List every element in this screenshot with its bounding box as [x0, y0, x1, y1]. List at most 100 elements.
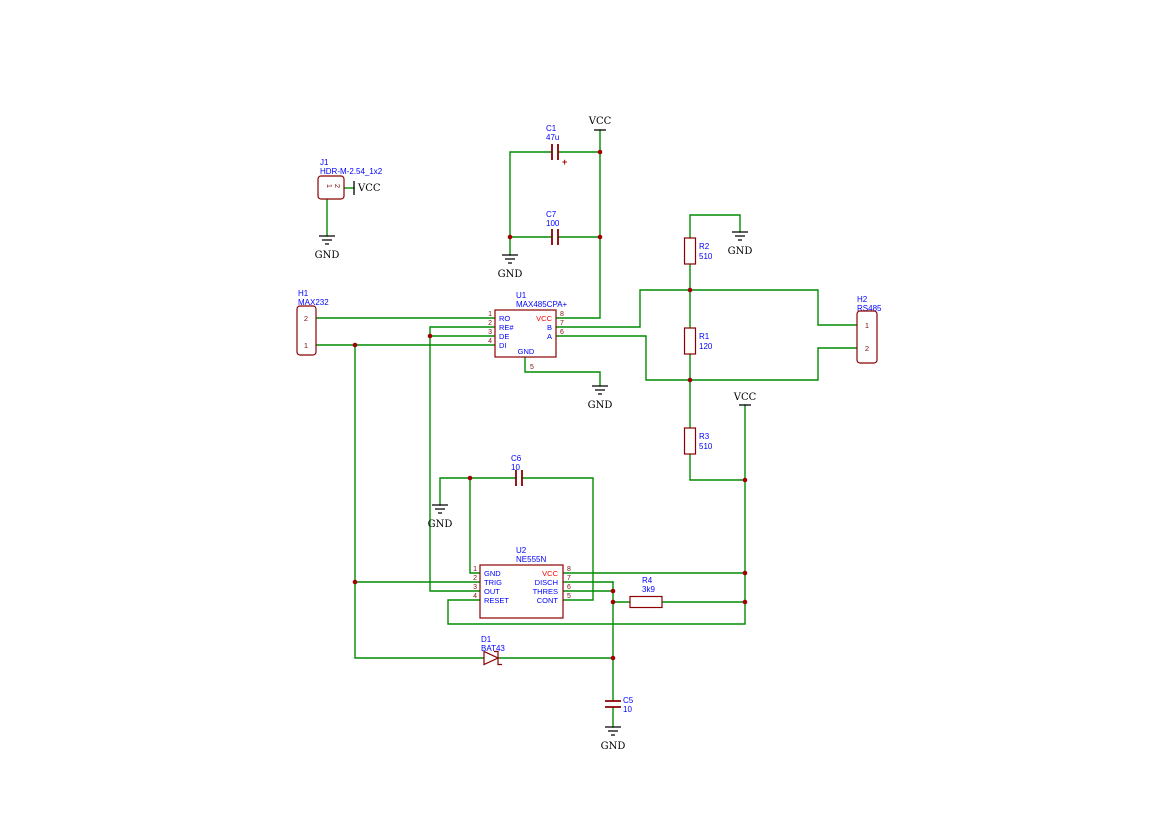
- c5-value-label[interactable]: 10: [623, 705, 632, 714]
- u2-pin4-number: 4: [473, 593, 477, 600]
- r2-ref-label[interactable]: R2: [699, 242, 710, 251]
- junction-dot: [427, 333, 433, 339]
- d1-value-label[interactable]: BAT43: [481, 644, 505, 653]
- component-c6[interactable]: C6 10: [511, 454, 523, 486]
- d1-ref-label[interactable]: D1: [481, 635, 492, 644]
- gnd-net-label[interactable]: GND: [498, 269, 523, 280]
- component-r1[interactable]: R1 120: [683, 327, 713, 355]
- wire-vcc-to-u1-pin8[interactable]: [555, 129, 601, 319]
- j1-pin2-number: 2: [333, 184, 342, 188]
- u2-pin8-name: VCC: [542, 569, 558, 578]
- wire-r2-top-to-gnd[interactable]: [689, 214, 741, 239]
- gnd-net-label[interactable]: GND: [601, 741, 626, 752]
- wire-vcc-rail[interactable]: [447, 404, 746, 625]
- j1-ref-label[interactable]: J1: [320, 158, 329, 167]
- gnd-net-label[interactable]: GND: [588, 400, 613, 411]
- u1-pin6-name: A: [547, 332, 552, 341]
- r1-body: [683, 327, 697, 355]
- c6-value-label[interactable]: 10: [511, 463, 520, 472]
- r3-value-label[interactable]: 510: [699, 442, 713, 451]
- u1-pin2-number: 2: [488, 320, 492, 327]
- c1-ref-label[interactable]: C1: [546, 124, 557, 133]
- u1-ref-label[interactable]: U1: [516, 291, 527, 300]
- gnd-net-label[interactable]: GND: [728, 246, 753, 257]
- wire-u1-gnd[interactable]: [524, 356, 601, 387]
- c7-ref-label[interactable]: C7: [546, 210, 557, 219]
- c5-plates: [605, 700, 621, 708]
- h1-pin2-number: 2: [304, 314, 308, 323]
- r4-ref-label[interactable]: R4: [642, 576, 653, 585]
- r3-ref-label[interactable]: R3: [699, 432, 710, 441]
- c1-plates: [551, 144, 559, 160]
- h2-ref-label[interactable]: H2: [857, 295, 868, 304]
- component-h1[interactable]: H1 MAX232 2 1: [296, 289, 329, 356]
- gnd-net-label[interactable]: GND: [315, 250, 340, 261]
- wire-c1-left-to-gnd[interactable]: [509, 151, 553, 256]
- wire-r3-to-vcc[interactable]: [689, 453, 746, 481]
- junction-dot: [742, 570, 748, 576]
- c1-value-label[interactable]: 47u: [546, 133, 559, 142]
- component-r3[interactable]: R3 510: [683, 427, 713, 455]
- u1-pin7-number: 7: [560, 320, 564, 327]
- wire-c6-to-gnd[interactable]: [439, 477, 517, 506]
- r1-ref-label[interactable]: R1: [699, 332, 710, 341]
- component-u2[interactable]: U2 NE555N 1 2 3 4 GND TRIG OUT RESET 8 7…: [473, 546, 571, 619]
- h1-ref-label[interactable]: H1: [298, 289, 309, 298]
- u2-ref-label[interactable]: U2: [516, 546, 527, 555]
- u1-pin4-name: DI: [499, 341, 507, 350]
- vcc-net-label[interactable]: VCC: [733, 392, 757, 403]
- u2-pin2-name: TRIG: [484, 578, 502, 587]
- h2-value-label[interactable]: RS485: [857, 304, 882, 313]
- c7-value-label[interactable]: 100: [546, 219, 560, 228]
- u2-pin6-name: THRES: [533, 587, 558, 596]
- wire-txd-vertical-to-d1[interactable]: [354, 344, 485, 659]
- u2-pin6-number: 6: [567, 584, 571, 591]
- j1-body: [317, 175, 345, 200]
- wire-b-line[interactable]: [555, 289, 858, 328]
- vcc-net-label[interactable]: VCC: [588, 116, 612, 127]
- junction-dot: [352, 342, 358, 348]
- wire-layer: [315, 129, 858, 728]
- component-d1[interactable]: D1 BAT43: [481, 635, 505, 666]
- u2-pin2-number: 2: [473, 575, 477, 582]
- junction-dot: [742, 599, 748, 605]
- u2-value-label[interactable]: NE555N: [516, 555, 546, 564]
- component-c5[interactable]: C5 10: [605, 696, 634, 714]
- component-c7[interactable]: C7 100: [546, 210, 560, 245]
- junction-dot: [507, 234, 513, 240]
- component-r4[interactable]: R4 3k9: [629, 576, 663, 609]
- component-j1[interactable]: J1 HDR-M-2.54_1x2 1 2: [317, 158, 383, 200]
- c6-plates: [515, 470, 523, 486]
- u1-pin5-number: 5: [530, 364, 534, 371]
- u1-pin3-name: DE: [499, 332, 509, 341]
- u1-pin6-number: 6: [560, 329, 564, 336]
- u1-value-label[interactable]: MAX485CPA+: [516, 300, 568, 309]
- h1-value-label[interactable]: MAX232: [298, 298, 329, 307]
- r1-value-label[interactable]: 120: [699, 342, 713, 351]
- junction-dot: [467, 475, 473, 481]
- u2-pin3-name: OUT: [484, 587, 500, 596]
- component-c1[interactable]: C1 47u +: [546, 124, 567, 167]
- r2-value-label[interactable]: 510: [699, 252, 713, 261]
- wire-cont-to-c6[interactable]: [521, 477, 594, 601]
- j1-value-label[interactable]: HDR-M-2.54_1x2: [320, 167, 383, 176]
- h1-pin1-number: 1: [304, 341, 308, 350]
- gnd-net-label[interactable]: GND: [428, 519, 453, 530]
- h2-body: [856, 310, 878, 364]
- wire-re-de-to-out[interactable]: [429, 326, 496, 592]
- u2-pin3-number: 3: [473, 584, 477, 591]
- wire-u2-gnd-pin[interactable]: [469, 477, 481, 574]
- u2-body: [479, 564, 564, 619]
- component-r2[interactable]: R2 510: [683, 237, 713, 265]
- r4-value-label[interactable]: 3k9: [642, 585, 655, 594]
- c5-ref-label[interactable]: C5: [623, 696, 634, 705]
- component-h2[interactable]: H2 RS485 1 2: [856, 295, 882, 364]
- c6-ref-label[interactable]: C6: [511, 454, 522, 463]
- h1-body: [296, 305, 317, 356]
- vcc-net-label[interactable]: VCC: [357, 183, 381, 194]
- component-u1[interactable]: U1 MAX485CPA+ 1 2 3 4 RO RE# DE DI 8 7 6…: [488, 291, 567, 371]
- u1-pin1-name: RO: [499, 314, 510, 323]
- wire-a-line[interactable]: [555, 335, 858, 381]
